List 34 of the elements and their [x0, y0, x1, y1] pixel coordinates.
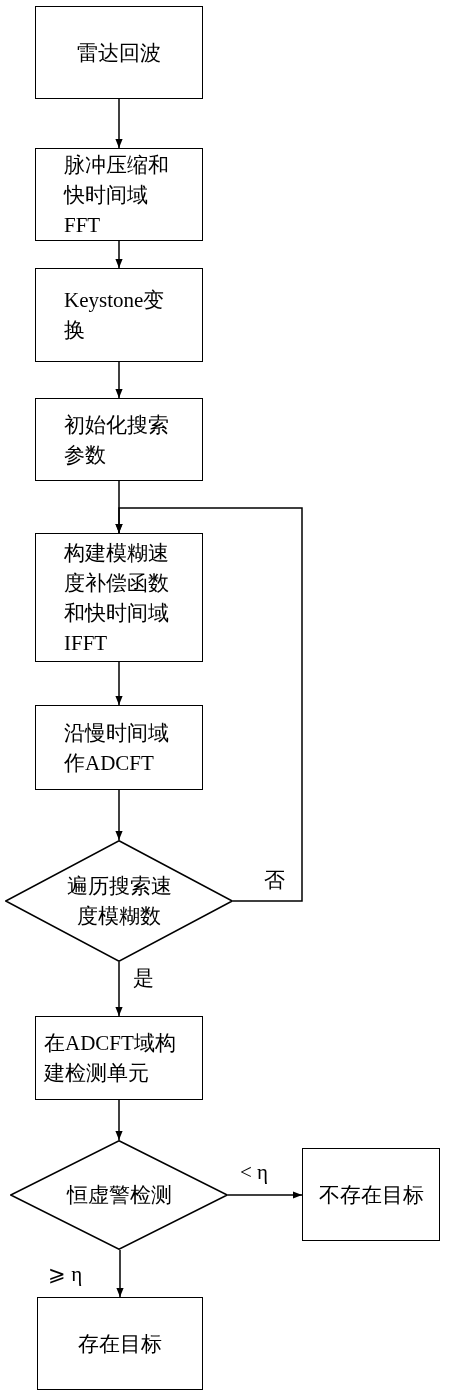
process-box	[35, 398, 203, 481]
arrow	[116, 1249, 124, 1298]
arrow	[115, 361, 123, 399]
node-text: 存在目标	[78, 1330, 162, 1358]
node-text: 构建模糊速度补偿函数和快时间域IFFT	[64, 539, 170, 657]
node-text: 不存在目标	[318, 1181, 424, 1209]
process-box	[37, 1297, 203, 1390]
arrow	[115, 661, 123, 706]
node-text: 恒虚警检测	[66, 1182, 172, 1209]
arrow	[115, 961, 123, 1017]
node-text: 在ADCFT域构建检测单元	[44, 1030, 177, 1087]
arrow	[227, 1191, 303, 1199]
node-text: 遍历搜索速度模糊数	[65, 873, 173, 930]
process-box	[302, 1148, 440, 1241]
node-text: 初始化搜索参数	[64, 411, 170, 469]
node-text: Keystone变换	[64, 287, 166, 344]
node-text: 雷达回波	[77, 39, 161, 67]
process-box	[35, 1016, 203, 1100]
arrow	[115, 98, 123, 149]
arrow	[115, 507, 303, 902]
arrow	[115, 789, 123, 841]
edge-label: 否	[262, 868, 287, 892]
process-box	[35, 148, 203, 241]
process-box	[35, 6, 203, 99]
process-box	[35, 705, 203, 790]
arrow	[115, 1099, 123, 1141]
node-text: 沿慢时间域作ADCFT	[64, 719, 170, 777]
process-box	[35, 533, 203, 662]
arrow	[115, 240, 123, 269]
edge-label: 是	[131, 966, 156, 990]
node-text: 脉冲压缩和快时间域FFT	[64, 151, 170, 239]
decision-diamond	[10, 1140, 228, 1250]
decision-diamond	[5, 840, 233, 962]
process-box	[35, 268, 203, 362]
